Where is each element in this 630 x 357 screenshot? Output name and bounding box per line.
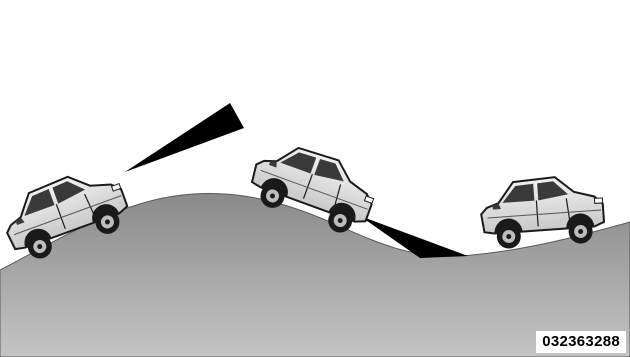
vehicle-level-icon xyxy=(479,174,605,250)
headlight-beam-icon xyxy=(125,103,244,172)
figure-id-label: 032363288 xyxy=(536,331,626,353)
